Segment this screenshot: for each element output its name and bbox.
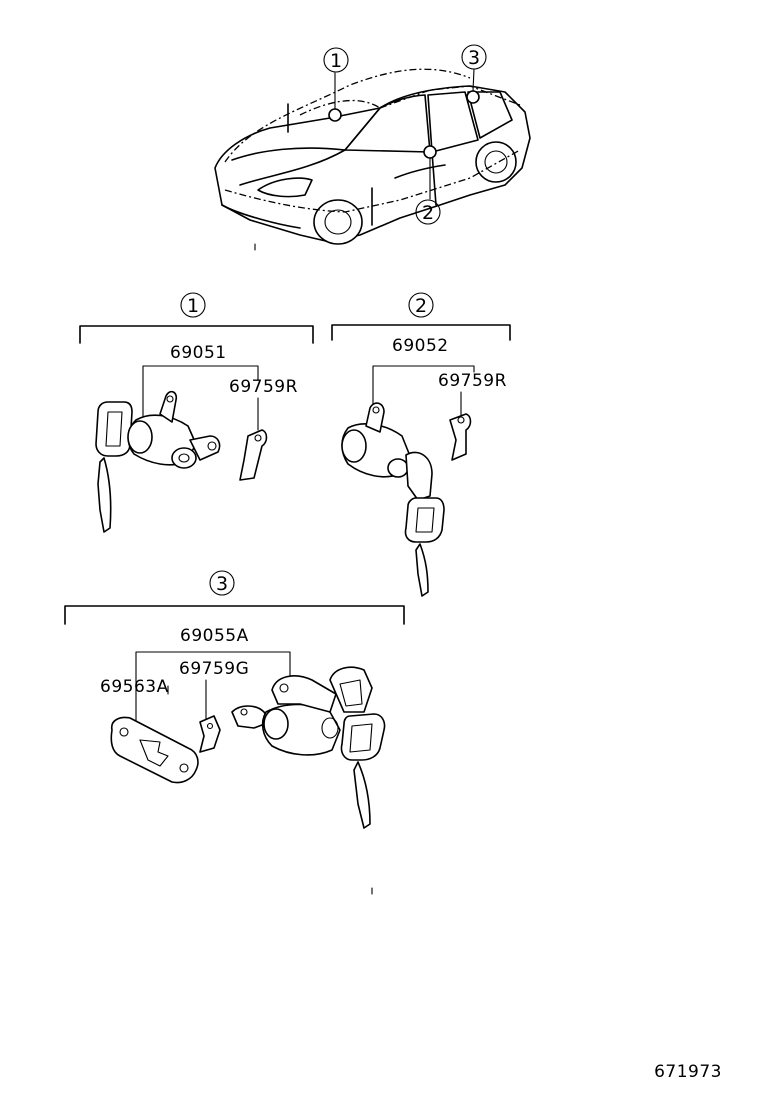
callout-door: 2 xyxy=(415,199,441,225)
part-69759R-label-2: 69759R xyxy=(438,371,507,391)
lever-3 xyxy=(199,715,221,753)
group-2-callout: 2 xyxy=(415,295,427,317)
callout-trunk-label: 3 xyxy=(468,47,480,69)
callout-trunk: 3 xyxy=(461,44,487,70)
group-1-callout: 1 xyxy=(187,295,199,317)
key-1 xyxy=(95,401,133,533)
callout-door-label: 2 xyxy=(422,202,434,224)
lock-cylinder-1 xyxy=(127,390,221,469)
callout-roof: 1 xyxy=(323,47,349,73)
group-3-callout: 3 xyxy=(216,573,228,595)
group-2: 2 69052 69759R xyxy=(331,292,511,597)
key-3 xyxy=(329,666,386,829)
car-illustration xyxy=(214,68,531,245)
lever-2 xyxy=(449,413,472,461)
lock-cylinder-3 xyxy=(231,675,341,756)
part-69759G-label: 69759G xyxy=(179,659,249,679)
lever-1 xyxy=(239,429,268,481)
part-69563A-label: 69563A xyxy=(100,677,169,697)
group-3: 3 69055A 69759G 69563A xyxy=(64,570,405,829)
part-69055A-label: 69055A xyxy=(180,626,249,646)
part-69759R-label-1: 69759R xyxy=(229,377,298,397)
group-1: 1 69051 69759R xyxy=(79,292,314,533)
lock-cylinder-2 xyxy=(341,402,411,478)
gasket-plate xyxy=(110,716,199,784)
page-number: 671973 xyxy=(654,1062,722,1082)
part-69052-label: 69052 xyxy=(392,336,449,356)
callout-roof-label: 1 xyxy=(330,50,342,72)
part-69051-label: 69051 xyxy=(170,343,227,363)
key-2 xyxy=(404,451,445,597)
